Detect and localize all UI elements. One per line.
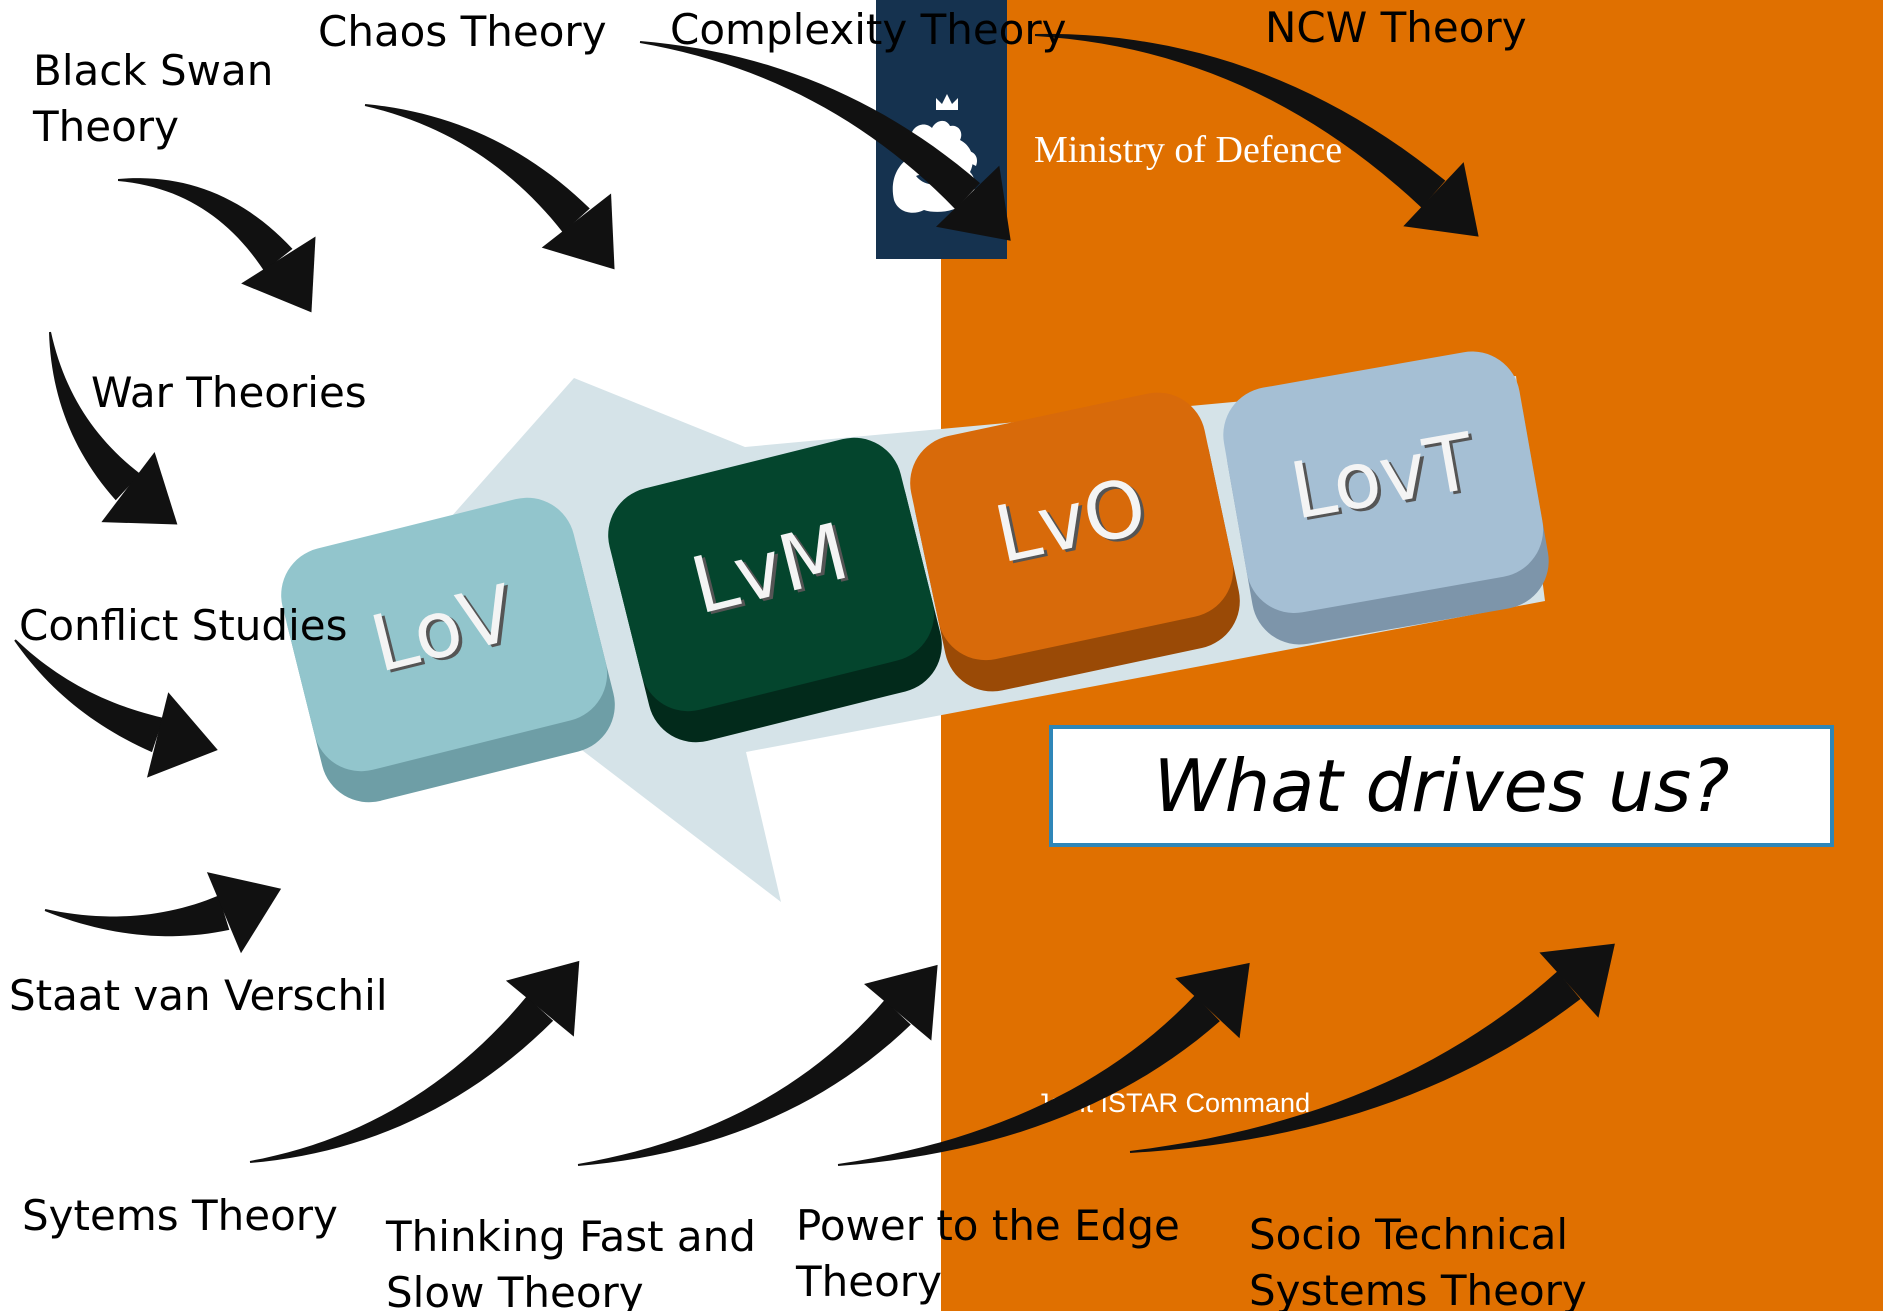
- arrow-black-swan-head: [241, 236, 316, 313]
- theory-socio: Socio Technical Systems Theory: [1249, 1210, 1587, 1311]
- arrow-systems-shaft: [249, 996, 554, 1163]
- arrow-ncw-head: [1403, 162, 1479, 237]
- arrow-war-shaft: [49, 331, 141, 501]
- arrow-black-swan-shaft: [117, 178, 293, 272]
- theory-ncw: NCW Theory: [1265, 3, 1527, 52]
- theory-war: War Theories: [91, 368, 367, 417]
- arrow-chaos-shaft: [364, 104, 590, 233]
- theory-thinking: Thinking Fast and Slow Theory: [386, 1212, 756, 1311]
- arrow-thinking-head: [864, 964, 938, 1041]
- arrow-thinking-shaft: [577, 999, 911, 1166]
- arrow-war-head: [101, 451, 178, 525]
- arrow-complexity-shaft: [639, 41, 981, 210]
- theory-staat: Staat van Verschil: [9, 971, 388, 1020]
- arrow-chaos-head: [541, 193, 615, 270]
- theory-systems: Sytems Theory: [22, 1191, 338, 1240]
- arrow-power-shaft: [837, 995, 1220, 1166]
- key-top: [608, 437, 935, 712]
- arrow-systems-head: [505, 960, 580, 1037]
- arrow-complexity-head: [935, 165, 1011, 241]
- arrows-group: [14, 33, 1615, 1166]
- question-box: What drives us?: [1049, 725, 1834, 847]
- arrow-socio-head: [1539, 943, 1615, 1018]
- key-top: [281, 497, 608, 772]
- ministry-name: Ministry of Defence: [1034, 129, 1343, 171]
- theory-black-swan: Black Swan Theory: [33, 46, 274, 151]
- key-top: [1223, 351, 1544, 613]
- arrow-staat-head: [206, 872, 282, 954]
- theory-conflict: Conflict Studies: [19, 601, 348, 650]
- question-text: What drives us?: [1153, 744, 1730, 828]
- theory-power: Power to the Edge Theory: [796, 1201, 1180, 1306]
- arrow-staat-shaft: [44, 895, 230, 937]
- theory-chaos: Chaos Theory: [318, 7, 607, 56]
- arrow-conflict-head: [147, 692, 218, 778]
- arrow-power-head: [1175, 962, 1250, 1039]
- arrow-ncw-shaft: [1034, 33, 1446, 208]
- key-top: [910, 392, 1234, 661]
- arrow-conflict-shaft: [14, 639, 164, 753]
- theory-complexity: Complexity Theory: [670, 5, 1067, 54]
